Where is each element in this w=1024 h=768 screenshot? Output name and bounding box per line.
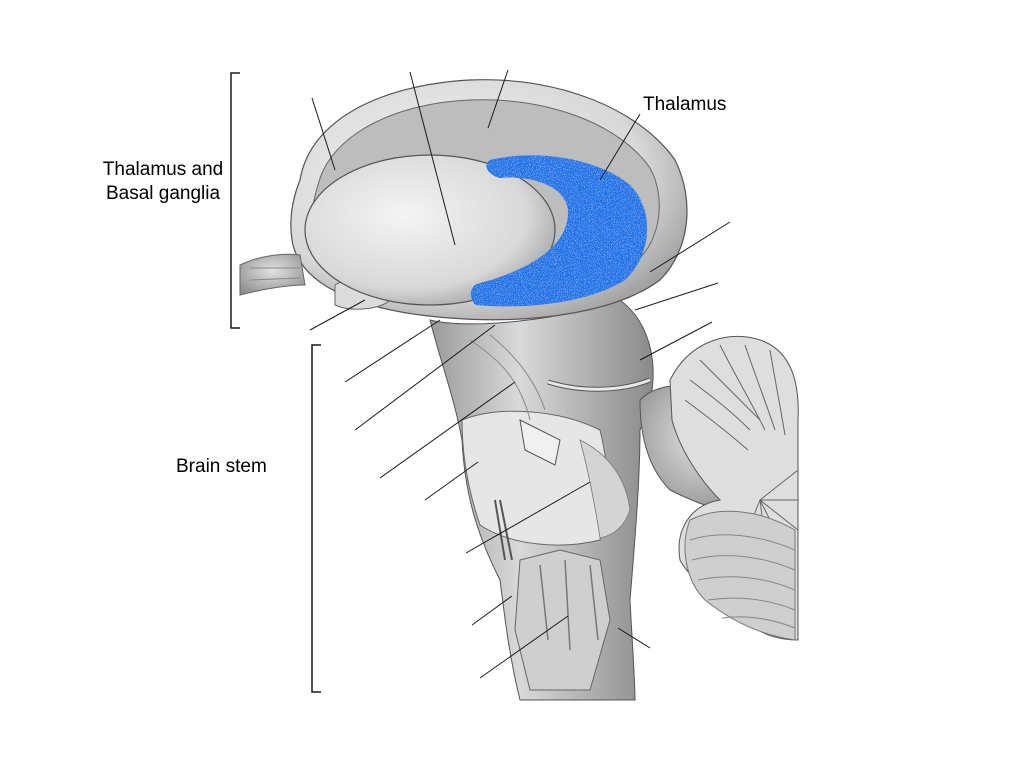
leader-line	[649, 221, 731, 273]
leader-line	[487, 69, 509, 129]
leader-line	[379, 381, 516, 479]
thalamus-highlight	[470, 155, 648, 307]
brain-stem-illustration	[429, 299, 654, 701]
label-thalamus: Thalamus	[643, 94, 727, 115]
label-thalamus-basal-ganglia: Thalamus and Basal ganglia	[88, 158, 238, 206]
leader-line	[639, 321, 713, 361]
leader-line	[311, 97, 336, 171]
leader-line	[465, 481, 591, 554]
leader-line-thalamus	[599, 113, 641, 181]
leader-line	[424, 461, 479, 501]
label-thalamus-basal-ganglia-line2: Basal ganglia	[105, 183, 221, 204]
leader-line	[309, 299, 366, 331]
leader-line	[409, 71, 456, 246]
leader-line	[617, 627, 651, 649]
basal-ganglia-illustration	[304, 154, 556, 306]
leader-line	[354, 324, 496, 431]
label-thalamus-basal-ganglia-line1: Thalamus and	[102, 159, 224, 180]
label-brain-stem: Brain stem	[176, 456, 267, 477]
leader-line	[471, 595, 513, 626]
cerebellum-illustration	[639, 335, 799, 641]
bracket-thalamus-basal-ganglia	[230, 72, 240, 329]
bracket-brain-stem	[311, 344, 321, 693]
leader-line	[479, 615, 569, 679]
leader-line	[634, 282, 719, 311]
leader-lines	[309, 69, 731, 679]
leader-line	[344, 319, 441, 383]
